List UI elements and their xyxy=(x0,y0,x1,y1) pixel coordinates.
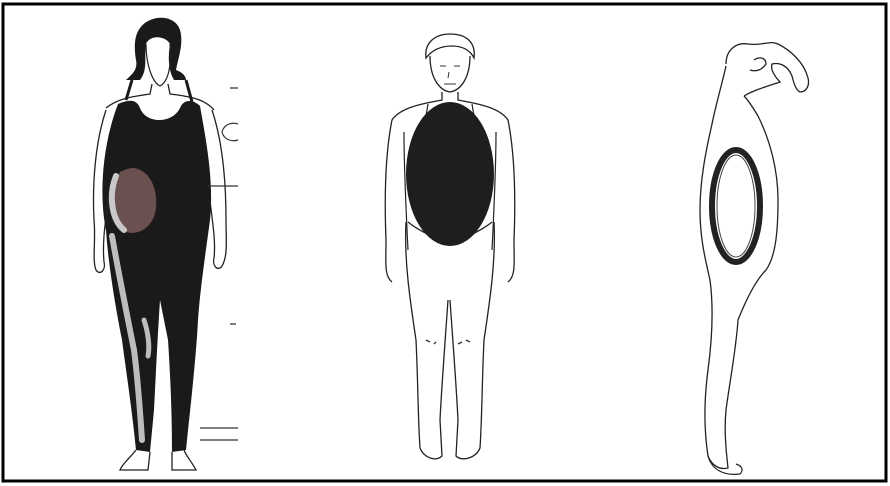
knee-marks-2 xyxy=(426,340,470,344)
feet xyxy=(120,450,196,470)
facial-features-2 xyxy=(440,66,460,84)
hair-2 xyxy=(426,34,474,58)
face xyxy=(146,44,171,86)
abdominal-oval xyxy=(406,102,494,246)
abdominal-ring-inner xyxy=(717,155,755,257)
panel-woman-bodysuit xyxy=(94,18,239,470)
legs-2 xyxy=(406,222,495,459)
strap-right xyxy=(186,80,192,102)
panel-front-oval xyxy=(385,34,515,459)
head-arm-3 xyxy=(726,43,809,96)
abdominal-ring xyxy=(712,150,760,262)
body-profile-3 xyxy=(700,66,778,469)
hair xyxy=(126,18,186,80)
arm-right xyxy=(210,110,226,268)
face-2 xyxy=(430,56,470,92)
panel-side-ring xyxy=(700,43,809,475)
feet-3 xyxy=(708,456,742,474)
